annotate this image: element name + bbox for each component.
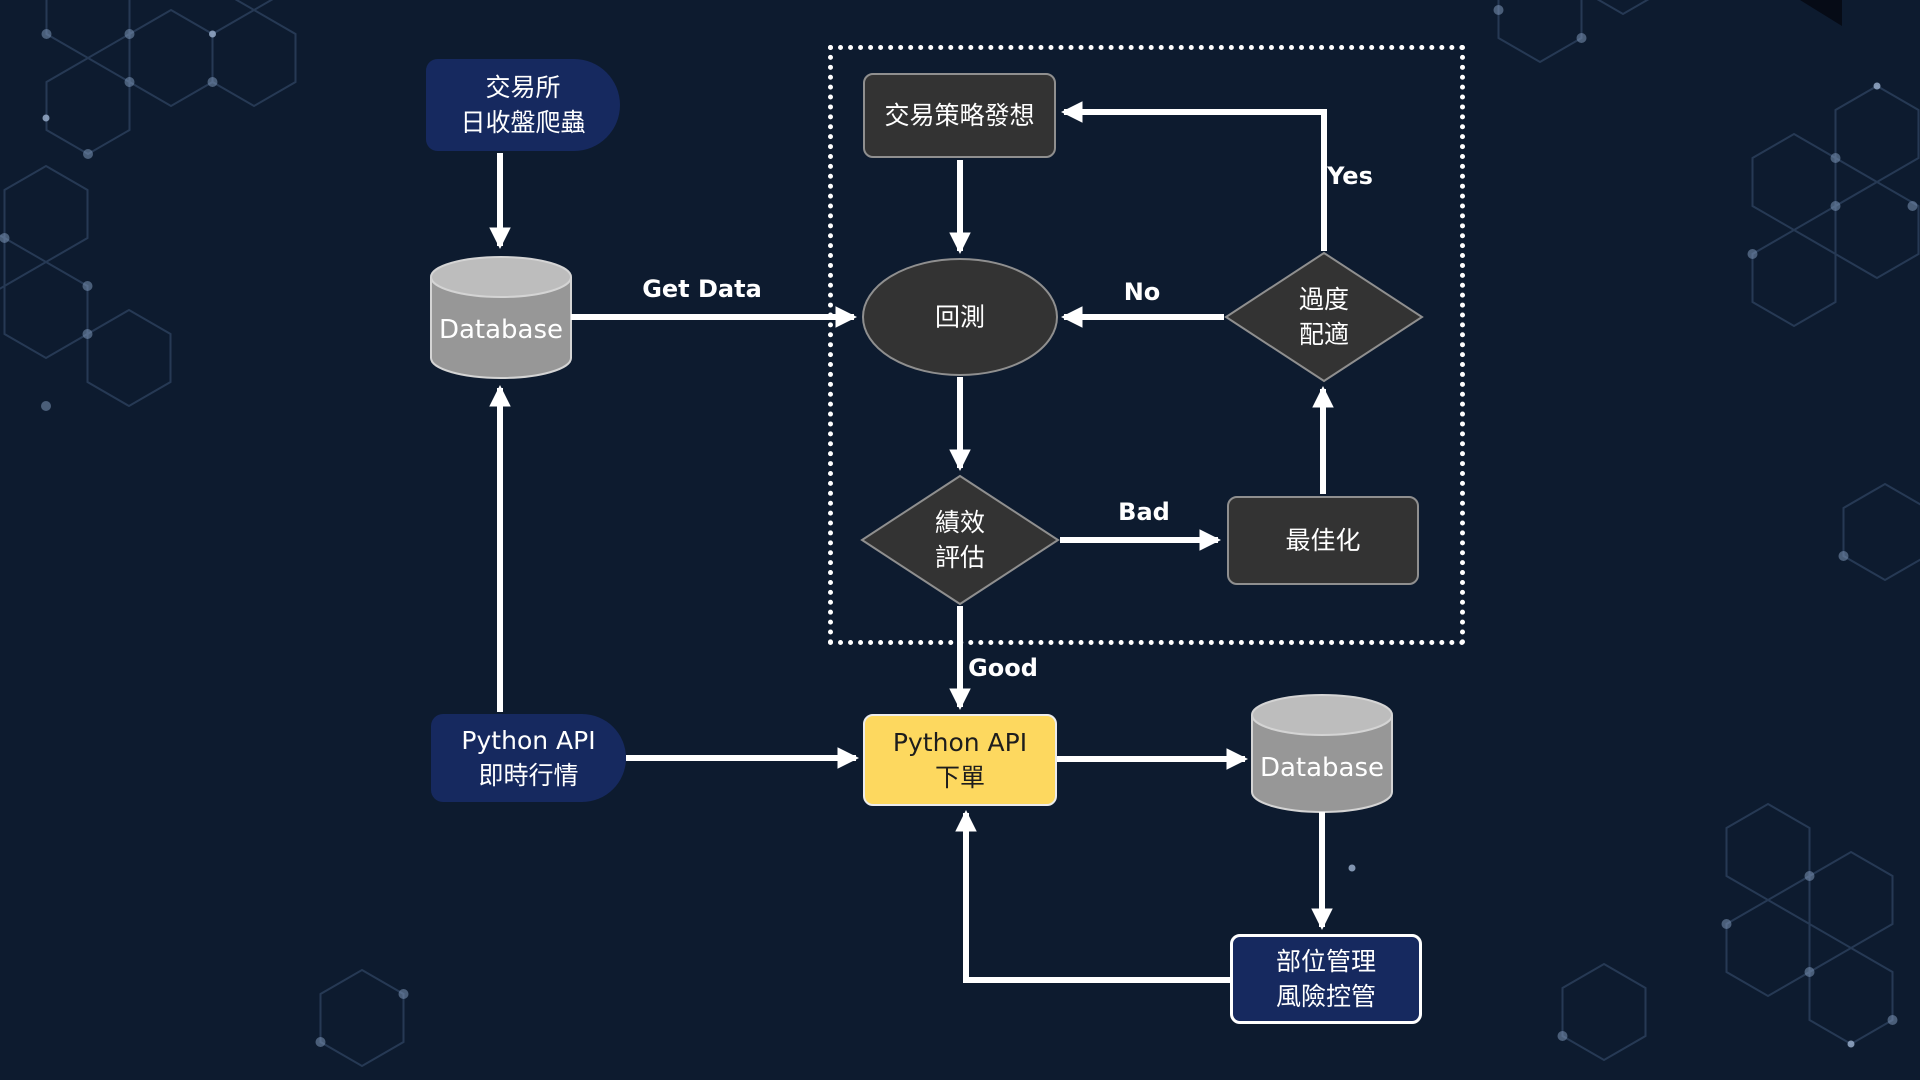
arrow-overfitting-to-strategy — [1060, 101, 1327, 251]
node-strategy-ideation: 交易策略發想 — [863, 73, 1056, 158]
hex-accent-dots — [42, 30, 1881, 1048]
database-left-label: Database — [438, 314, 564, 345]
backtest-label: 回測 — [934, 302, 986, 332]
node-strategy-ideation-label: 交易策略發想 — [884, 101, 1035, 130]
overfitting-shape — [1224, 251, 1424, 383]
edge-label-get-data: Get Data — [642, 275, 762, 303]
database-right-label: Database — [1259, 752, 1385, 783]
node-optimization-label: 最佳化 — [1285, 526, 1361, 555]
strategy-loop-boundary — [828, 45, 1465, 645]
node-realtime-api-label: Python API 即時行情 — [461, 726, 596, 790]
node-risk-management-label: 部位管理 風險控管 — [1275, 947, 1376, 1011]
node-optimization: 最佳化 — [1227, 496, 1419, 585]
overfitting-label: 過度 配適 — [1298, 285, 1350, 349]
edge-label-bad: Bad — [1118, 498, 1170, 526]
backtest-shape — [862, 258, 1058, 376]
hex-node-dots — [0, 5, 1918, 1047]
node-realtime-api: Python API 即時行情 — [431, 714, 626, 802]
evaluation-shape — [860, 474, 1060, 606]
edge-label-yes: Yes — [1327, 162, 1373, 190]
edge-label-good: Good — [968, 654, 1038, 682]
node-order-api: Python API 下單 — [863, 714, 1057, 806]
node-exchange-crawler-label: 交易所 日收盤爬蟲 — [460, 73, 586, 137]
edge-label-no: No — [1123, 278, 1161, 306]
corner-accent-triangle — [1800, 0, 1842, 26]
database-left-shape — [430, 256, 572, 379]
arrow-risk-to-order-api — [955, 809, 1230, 983]
database-right-shape — [1251, 694, 1393, 813]
node-exchange-crawler: 交易所 日收盤爬蟲 — [426, 59, 620, 151]
evaluation-label: 績效 評估 — [934, 508, 986, 572]
node-order-api-label: Python API 下單 — [892, 728, 1028, 792]
connector-group — [489, 101, 1334, 983]
node-risk-management: 部位管理 風險控管 — [1230, 934, 1422, 1024]
